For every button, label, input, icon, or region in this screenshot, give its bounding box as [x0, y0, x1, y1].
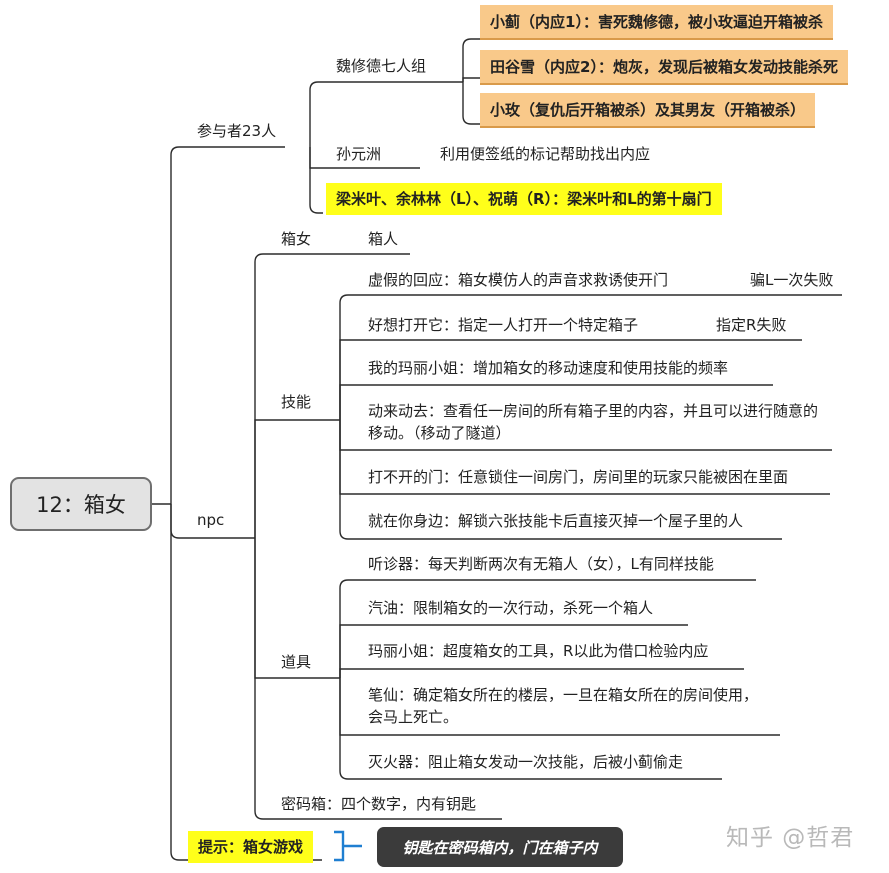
items-node[interactable]: 道具 — [281, 653, 312, 671]
boxwoman-node[interactable]: 箱女 — [281, 230, 312, 248]
hint-callout-text: 钥匙在密码箱内，门在箱子内 — [402, 838, 598, 857]
skill-item[interactable]: 动来动去：查看任一房间的所有箱子里的内容，并且可以进行随意的移动。（移动了隧道） — [368, 402, 819, 442]
wei-group-item-1[interactable]: 小蓟（内应1）：害死魏修德，被小玫逼迫开箱被杀 — [480, 5, 833, 40]
npc-node[interactable]: npc — [197, 511, 225, 529]
skill-note[interactable]: 骗L一次失败 — [750, 271, 834, 289]
prop-item[interactable]: 玛丽小姐：超度箱女的工具，R以此为借口检验内应 — [368, 642, 709, 660]
participants-node[interactable]: 参与者23人 — [197, 122, 277, 140]
hint-node[interactable]: 提示：箱女游戏 — [188, 831, 314, 863]
skill-item[interactable]: 我的玛丽小姐：增加箱女的移动速度和使用技能的频率 — [368, 359, 729, 377]
skill-item[interactable]: 打不开的门：任意锁住一间房门，房间里的玩家只能被困在里面 — [368, 468, 789, 486]
liang-node[interactable]: 梁米叶、余林林（L）、祝萌（R）：梁米叶和L的第十扇门 — [326, 183, 722, 215]
prop-item[interactable]: 笔仙：确定箱女所在的楼层，一旦在箱女所在的房间使用，会马上死亡。 — [368, 686, 759, 726]
root-node[interactable]: 12：箱女 — [10, 477, 152, 531]
hint-callout[interactable]: 钥匙在密码箱内，门在箱子内 — [377, 827, 623, 867]
skills-node[interactable]: 技能 — [281, 393, 312, 411]
sun-node[interactable]: 孙元洲 — [336, 145, 382, 163]
wei-group-item-2[interactable]: 田谷雪（内应2）：炮灰，发现后被箱女发动技能杀死 — [480, 50, 848, 85]
skill-item[interactable]: 就在你身边：解锁六张技能卡后直接灭掉一个屋子里的人 — [368, 512, 744, 530]
sun-desc[interactable]: 利用便签纸的标记帮助找出内应 — [440, 145, 651, 163]
skill-item[interactable]: 好想打开它：指定一人打开一个特定箱子 — [368, 316, 639, 334]
password-box-node[interactable]: 密码箱：四个数字，内有钥匙 — [281, 795, 477, 813]
prop-item[interactable]: 听诊器：每天判断两次有无箱人（女），L有同样技能 — [368, 555, 714, 573]
watermark: 知乎 @哲君 — [726, 825, 855, 851]
wei-group-node[interactable]: 魏修德七人组 — [336, 57, 427, 75]
prop-item[interactable]: 汽油：限制箱女的一次行动，杀死一个箱人 — [368, 599, 654, 617]
root-label: 12：箱女 — [36, 493, 126, 517]
skill-item[interactable]: 虚假的回应：箱女模仿人的声音求救诱使开门 — [368, 271, 669, 289]
boxman-node[interactable]: 箱人 — [368, 230, 399, 248]
skill-note[interactable]: 指定R失败 — [716, 316, 787, 334]
prop-item[interactable]: 灭火器：阻止箱女发动一次技能，后被小蓟偷走 — [368, 753, 684, 771]
wei-group-item-3[interactable]: 小玫（复仇后开箱被杀）及其男友（开箱被杀） — [480, 93, 816, 128]
